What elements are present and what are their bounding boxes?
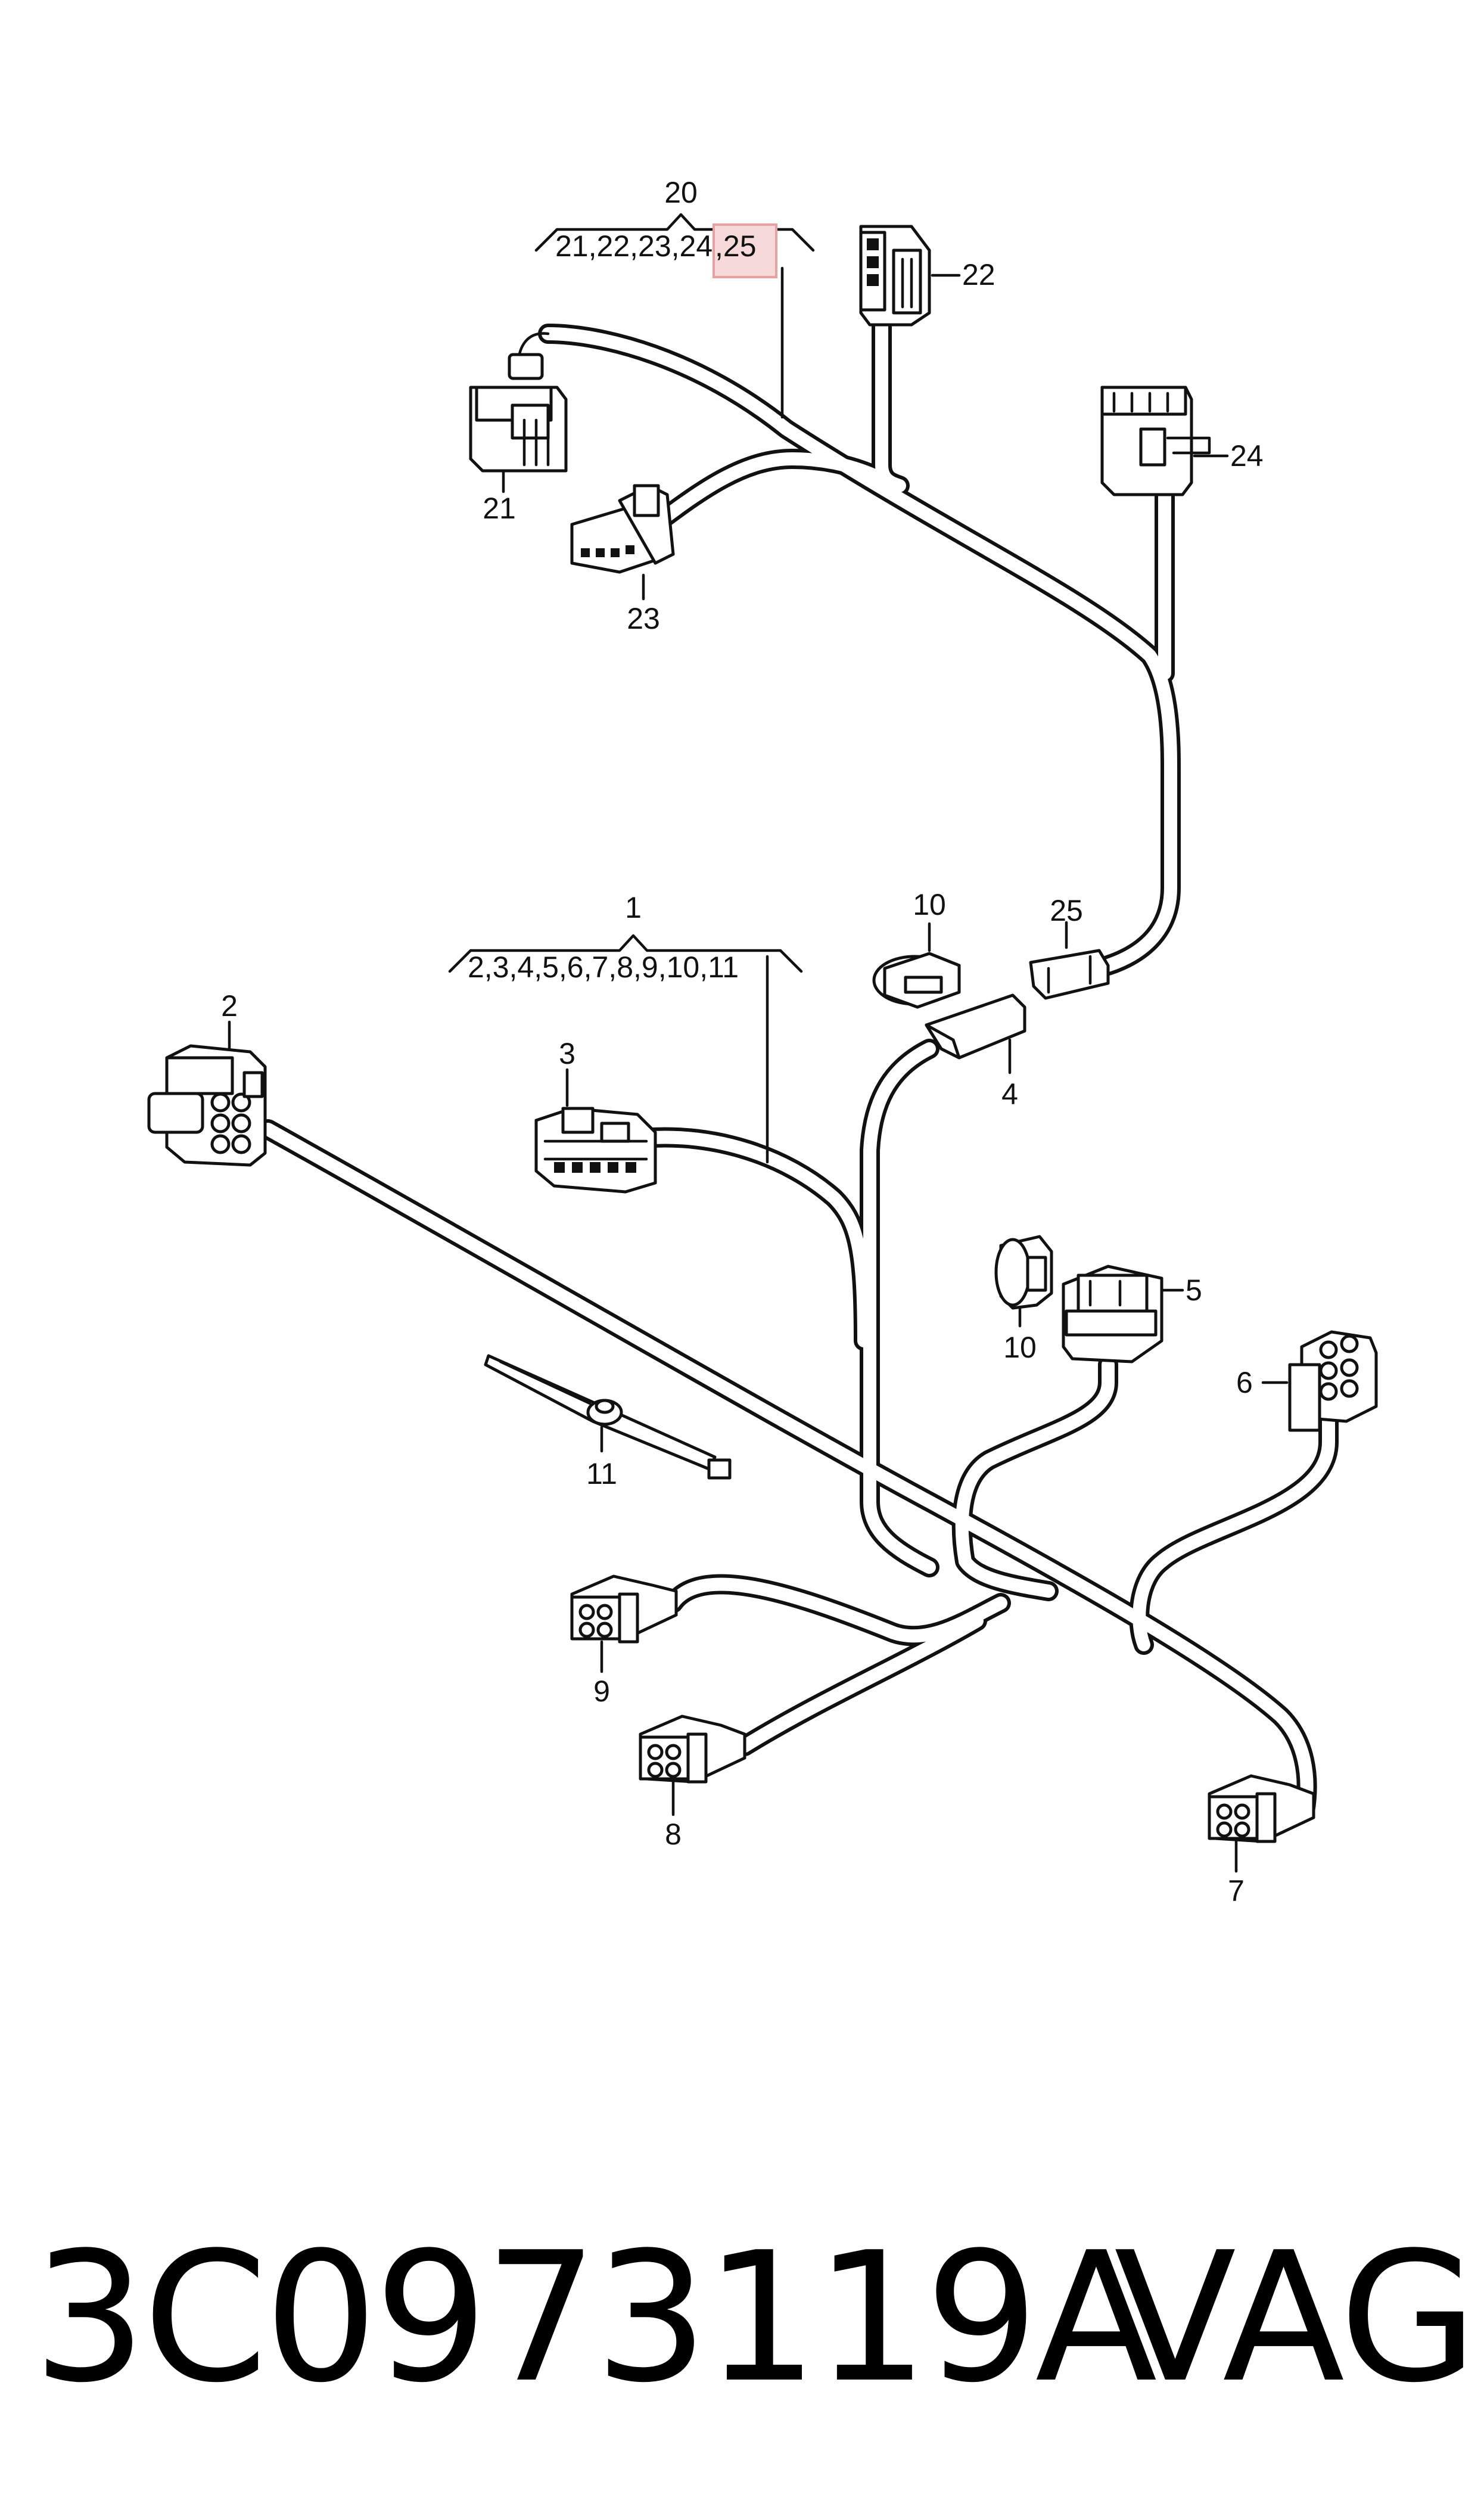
callout-21: 21 xyxy=(483,492,516,525)
connector-3: 3 xyxy=(534,1037,657,1194)
connector-22: 22 xyxy=(859,225,995,327)
group-members-20: 21,22,23,24 xyxy=(555,229,713,263)
callout-10-lower: 10 xyxy=(1003,1331,1037,1364)
callout-25: 25 xyxy=(1050,894,1083,927)
highlighted-member-25: ,25 xyxy=(715,229,757,263)
callout-22: 22 xyxy=(962,258,995,291)
callout-9: 9 xyxy=(593,1675,610,1708)
connector-10-upper: 10 xyxy=(872,888,961,1009)
callout-2: 2 xyxy=(221,989,238,1023)
connector-5: 5 xyxy=(1062,1265,1202,1363)
callout-5: 5 xyxy=(1186,1274,1202,1307)
callout-3: 3 xyxy=(559,1037,575,1070)
connector-21: 21 xyxy=(469,332,568,525)
connector-6: 6 xyxy=(1236,1330,1378,1432)
callout-7: 7 xyxy=(1228,1874,1245,1908)
part-number: 3C0973119A xyxy=(33,2214,1158,2422)
connector-25: 25 xyxy=(1029,894,1110,1000)
group-bracket-1: 1 2,3,4,5,6,7,8,9,10,11 xyxy=(448,891,803,1164)
callout-23: 23 xyxy=(627,602,660,635)
connector-23: 23 xyxy=(570,484,675,635)
brand: VAG xyxy=(1114,2214,1477,2422)
connector-9: 9 xyxy=(570,1574,678,1708)
footer: 3C0973119A VAG xyxy=(0,2193,1484,2443)
group-number-1: 1 xyxy=(625,891,642,924)
callout-4: 4 xyxy=(1001,1077,1018,1111)
callout-24: 24 xyxy=(1230,439,1264,473)
callout-6: 6 xyxy=(1236,1366,1253,1399)
group-members-1: 2,3,4,5,6,7,8,9,10,11 xyxy=(468,951,739,984)
connector-8: 8 xyxy=(639,1714,746,1851)
harness-wires xyxy=(258,312,1339,1822)
group-bracket-20: 20 21,22,23,24 ,25 xyxy=(534,176,815,419)
cable-tie-11: 11 xyxy=(484,1354,732,1490)
connector-10-lower: 10 xyxy=(994,1235,1053,1364)
highlight-box-25 xyxy=(713,223,777,278)
callout-10-upper: 10 xyxy=(913,888,946,921)
callout-11: 11 xyxy=(586,1457,617,1490)
callout-8: 8 xyxy=(665,1818,682,1851)
connector-2: 2 xyxy=(147,989,267,1167)
connector-7: 7 xyxy=(1208,1774,1315,1908)
connector-4: 4 xyxy=(925,993,1026,1111)
group-number-20: 20 xyxy=(664,176,698,209)
connector-24: 24 xyxy=(1100,386,1264,496)
